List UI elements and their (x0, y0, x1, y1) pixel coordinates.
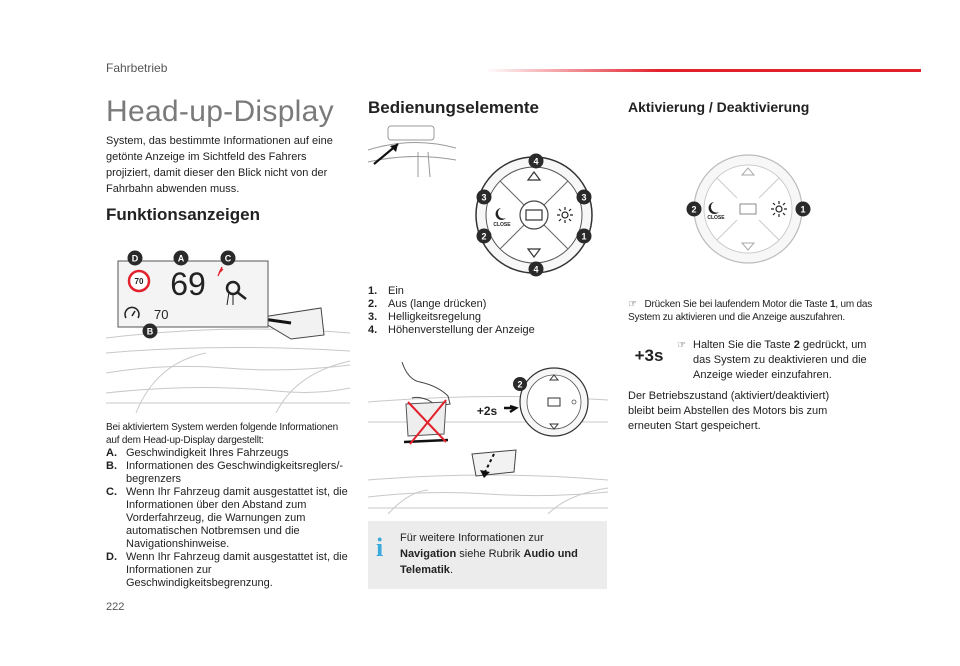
svg-text:A: A (178, 254, 185, 264)
svg-text:1: 1 (800, 205, 805, 215)
badge-4-top (528, 153, 544, 169)
moon-icon (495, 208, 506, 220)
callout-badge-a: A (173, 250, 189, 266)
intro-text: System, das bestimmte Informationen auf … (106, 135, 333, 195)
down-arrow-icon (526, 248, 542, 258)
control-pad-diagram: CLOSE (475, 156, 593, 274)
display-items-list: A.Geschwindigkeit Ihres Fahrzeugs B.Info… (106, 447, 350, 590)
callout-badge-c: C (220, 250, 236, 266)
section-title-activation: Aktivierung / Deaktivierung (628, 99, 810, 115)
svg-text:2: 2 (517, 380, 522, 390)
badge-2-activation (686, 201, 702, 217)
link-navigation: Navigation (400, 548, 457, 560)
control-badges: 4 3 3 2 1 4 (476, 153, 592, 277)
info-callout: i Für weitere Informationen zur Navigati… (368, 521, 607, 589)
list-item: B.Informationen des Geschwindigkeitsregl… (106, 460, 344, 485)
hud-illustration: 70 69 70 D A C B (106, 250, 350, 413)
speed-value: 69 (170, 266, 206, 302)
svg-text:C: C (225, 254, 232, 264)
list-item: 1.Ein (368, 285, 404, 297)
page-number: 222 (106, 601, 125, 613)
bullet-marker: ☞ (677, 340, 686, 351)
svg-text:3: 3 (581, 193, 586, 203)
info-text: Für weitere Informationen zur Navigation… (400, 532, 578, 576)
svg-text:2: 2 (691, 205, 696, 215)
section-header: Fahrbetrieb (106, 61, 168, 75)
page-title: Head-up-Display (106, 95, 334, 128)
speed-limit-value: 70 (135, 277, 144, 286)
display-lead-text: Bei aktiviertem System werden folgende I… (106, 422, 338, 446)
bullet-marker: ☞ (628, 299, 637, 310)
callout-badge-b: B (142, 323, 158, 339)
cruise-control-icon (124, 306, 140, 319)
dashboard-thumbnail (368, 125, 456, 177)
activation-control-diagram: CLOSE 2 1 (686, 154, 811, 264)
badge-2-press (513, 377, 527, 391)
controls-list: 1.Ein 2.Aus (lange drücken) 3.Helligkeit… (368, 285, 608, 337)
badge-4-bottom (528, 261, 544, 277)
svg-text:CLOSE: CLOSE (707, 215, 725, 221)
deactivation-bullet: ☞ Halten Sie die Taste 2 gedrückt, um da… (677, 339, 867, 381)
badge-3-right (576, 189, 592, 205)
header-rule (485, 69, 921, 72)
hold-3s-icon: +3s (635, 346, 664, 365)
cruise-value: 70 (154, 307, 168, 322)
activation-bullet: ☞ Drücken Sie bei laufendem Motor die Ta… (628, 299, 873, 323)
svg-text:2: 2 (481, 232, 486, 242)
badge-3-left (476, 189, 492, 205)
svg-text:+3s: +3s (635, 346, 664, 365)
list-item: 4.Höhenverstellung der Anzeige (368, 324, 535, 336)
section-title-controls: Bedienungselemente (368, 98, 539, 117)
red-cross-icon (407, 399, 447, 445)
list-item: C.Wenn Ihr Fahrzeug damit ausgestattet i… (106, 486, 348, 550)
list-item: 2.Aus (lange drücken) (368, 298, 487, 310)
navigation-arrow-icon (217, 266, 247, 306)
sun-icon (771, 201, 787, 217)
svg-text:4: 4 (533, 265, 538, 275)
list-item: D.Wenn Ihr Fahrzeug damit ausgestattet i… (106, 551, 348, 589)
badge-2 (476, 228, 492, 244)
list-item: 3.Helligkeitsregelung (368, 311, 481, 323)
deactivation-illustration: +2s 2 (368, 362, 608, 514)
svg-text:1: 1 (581, 232, 586, 242)
up-arrow-icon (526, 171, 542, 181)
svg-text:3: 3 (481, 193, 486, 203)
state-note: Der Betriebszustand (aktiviert/deaktivie… (628, 390, 830, 432)
section-title-display: Funktionsanzeigen (106, 205, 260, 224)
svg-text:4: 4 (533, 157, 538, 167)
list-item: A.Geschwindigkeit Ihres Fahrzeugs (106, 447, 289, 459)
badge-1 (576, 228, 592, 244)
link-audio-telematik: Audio und Telematik (400, 548, 578, 576)
speed-limit-sign-icon (127, 269, 151, 293)
sun-icon (557, 207, 573, 223)
svg-text:D: D (132, 254, 139, 264)
badge-1-activation (795, 201, 811, 217)
info-icon: i (376, 533, 384, 562)
callout-badge-d: D (127, 250, 143, 266)
svg-text:B: B (147, 327, 154, 337)
hold-2s-label: +2s (477, 404, 498, 418)
press-arrow-icon (504, 404, 519, 414)
close-label: CLOSE (493, 222, 511, 228)
